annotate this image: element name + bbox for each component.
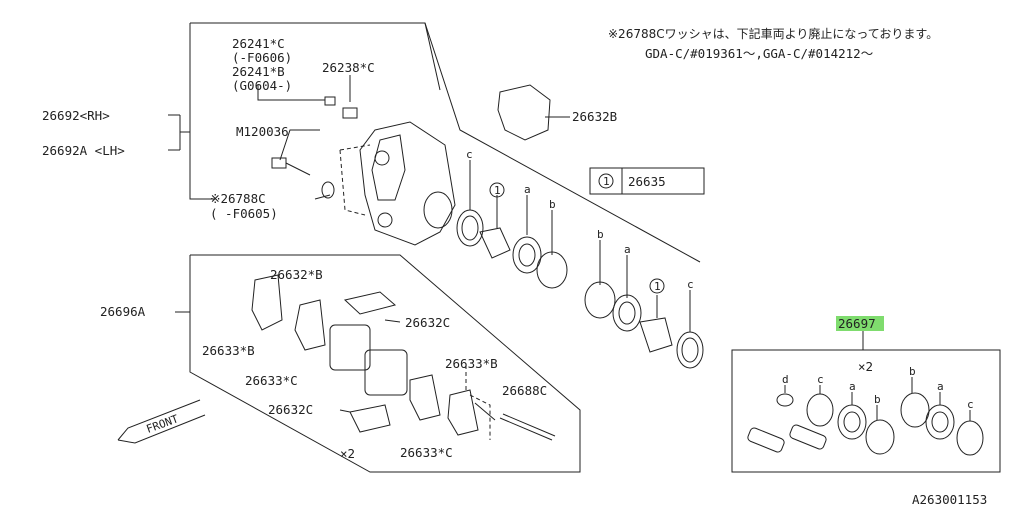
- label-26241c-range: (-F0606): [232, 50, 292, 65]
- front-arrow: [117, 399, 206, 444]
- callout-a-1: a: [524, 183, 531, 196]
- bleeder-cap: [324, 96, 336, 106]
- boot-2: [584, 281, 616, 319]
- callout-1-a: 1: [494, 184, 501, 197]
- label-26632c-top: 26632C: [405, 315, 450, 330]
- brake-pad-1: [329, 324, 371, 371]
- label-26241c: 26241*C: [232, 36, 285, 51]
- kit-c-seal-2: [956, 420, 984, 456]
- label-26696a: 26696A: [100, 304, 146, 319]
- label-26632c-bot: 26632C: [268, 402, 313, 417]
- label-26692a-lh: 26692A <LH>: [42, 143, 125, 158]
- label-26241b-range: (G0604-): [232, 78, 292, 93]
- label-26238c: 26238*C: [322, 60, 375, 75]
- label-26692-rh: 26692<RH>: [42, 108, 110, 123]
- diagram-id: A263001153: [912, 492, 987, 507]
- box-26635: [589, 167, 705, 195]
- kit-callout-b: b: [874, 393, 881, 406]
- piston-1: [479, 227, 511, 259]
- piston-seal-2: [676, 331, 704, 369]
- guide-pin-bolt: [271, 157, 287, 169]
- brake-pad-2: [364, 349, 408, 396]
- callout-c-2: c: [687, 278, 694, 291]
- label-x2-kit: ×2: [858, 359, 873, 374]
- kit-callout-c: c: [817, 373, 824, 386]
- bleeder-screw: [342, 107, 358, 119]
- shim-26633c: [294, 299, 326, 351]
- callout-b-1: b: [549, 198, 556, 211]
- kit-b-boot-2: [900, 392, 930, 428]
- piston-seal-1: [456, 209, 484, 247]
- label-26241b: 26241*B: [232, 64, 285, 79]
- callout-1-b: 1: [654, 280, 661, 293]
- kit-callout-c-2: c: [967, 398, 974, 411]
- label-x2-left: ×2: [340, 446, 355, 461]
- kit-callout-d: d: [782, 373, 789, 386]
- kit-b-boot: [865, 419, 895, 455]
- clip-26632c-top: [343, 291, 397, 315]
- caliper-body: [359, 121, 456, 246]
- kit-c-seal: [806, 393, 834, 427]
- label-26633-b-right: 26633*B: [445, 356, 498, 371]
- dust-seal-1: [512, 236, 542, 274]
- kit-a-seal: [837, 404, 867, 440]
- callout-1-box: 1: [603, 175, 610, 188]
- header-note-line2: GDA-C/#019361～,GGA-C/#014212～: [645, 46, 873, 61]
- label-26633-b-top: 26633*B: [202, 343, 255, 358]
- clip-26632c-bot: [349, 404, 391, 433]
- callout-c-1: c: [466, 148, 473, 161]
- kit-callout-a: a: [849, 380, 856, 393]
- highlight-26697: [836, 316, 884, 331]
- kit-callout-a-2: a: [937, 380, 944, 393]
- label-26788c-range: ( -F0605): [210, 206, 278, 221]
- label-26633-c-bot: 26633*C: [400, 445, 453, 460]
- label-26697: 26697: [838, 316, 876, 331]
- shim-26633c-bot: [447, 389, 479, 436]
- callout-b-2: b: [597, 228, 604, 241]
- label-26632-b: 26632*B: [270, 267, 323, 282]
- label-26688c: 26688C: [502, 383, 547, 398]
- shim-26632b-pad: [251, 274, 283, 331]
- header-note-line1: ※26788Cワッシャは、下記車両より廃止になっております。: [608, 26, 938, 41]
- callout-a-2: a: [624, 243, 631, 256]
- kit-a-seal-2: [925, 404, 955, 440]
- pad-kit-outline: [189, 254, 581, 473]
- label-26632b: 26632B: [572, 109, 617, 124]
- shim-26632b: [497, 84, 551, 141]
- dust-seal-2: [612, 294, 642, 332]
- caliper-group-outline: [190, 22, 701, 263]
- label-26633-c-top: 26633*C: [245, 373, 298, 388]
- seal-kit-box: [731, 349, 1001, 473]
- label-26635: 26635: [628, 174, 666, 189]
- washer: [321, 181, 335, 199]
- grease-tube-2: [789, 424, 827, 450]
- piston-2: [639, 317, 673, 353]
- kit-callout-b-2: b: [909, 365, 916, 378]
- kit-d-item: [776, 393, 794, 407]
- label-m120036: M120036: [236, 124, 289, 139]
- boot-1: [536, 251, 568, 289]
- pad-pin-26688c: [499, 417, 553, 441]
- label-26788c: ※26788C: [210, 191, 266, 206]
- grease-tube-1: [747, 427, 785, 453]
- shim-26633b: [409, 374, 441, 421]
